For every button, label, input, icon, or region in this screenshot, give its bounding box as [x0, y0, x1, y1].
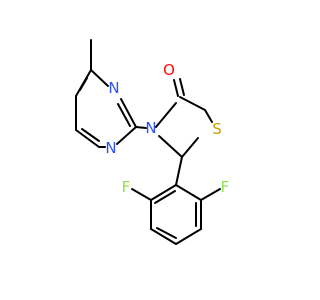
bond-c4-c3-inner — [81, 128, 100, 142]
bond-c4-o-a — [173, 79, 179, 97]
bond-ar3-ar4-inner — [156, 227, 177, 239]
pyrimidine-ring — [75, 69, 137, 148]
atom-pyrimidine-nitrogen-top: N — [108, 79, 119, 97]
bond-ar1-ar2-inner — [154, 190, 176, 204]
bond-c2-phenyl — [175, 156, 183, 186]
bond-c2p-n1 — [120, 98, 137, 128]
atom-fluorine-left: F — [122, 178, 131, 196]
bond-f-left — [131, 188, 152, 201]
bond-n-c4 — [155, 102, 177, 128]
bond-c2p-n1-inner — [117, 103, 131, 127]
thiazolidinone-ring — [155, 96, 213, 158]
carbonyl-group — [173, 78, 185, 97]
bond-n-pyrimidine — [135, 126, 147, 129]
bond-s-c2 — [181, 137, 199, 158]
bond-c2-n — [158, 135, 183, 158]
atom-oxygen: O — [163, 61, 175, 79]
bond-ch2-s — [204, 109, 213, 123]
difluorophenyl-ring — [150, 184, 202, 245]
bond-ar3-ar4 — [150, 228, 177, 245]
atom-sulfur: S — [212, 120, 222, 138]
bond-f-right — [200, 188, 221, 201]
structure-canvas: O N S N N F F — [75, 39, 230, 245]
bond-ar4-ar5 — [175, 228, 202, 245]
bond-c4-c3 — [75, 129, 100, 148]
bond-ar6-ar1 — [175, 184, 202, 201]
bond-n3-c2p — [116, 126, 137, 145]
atom-fluorine-right: F — [221, 178, 230, 196]
atom-pyrimidine-nitrogen-bottom: N — [105, 139, 116, 157]
bond-n1-c6 — [90, 69, 109, 87]
molecule-diagram: O N S N N F F — [75, 39, 230, 245]
bond-ar1-ar2 — [150, 184, 177, 201]
bond-c4-o-b — [179, 78, 185, 96]
bond-c6-c5-inner — [79, 77, 88, 91]
bond-c4-ch2 — [179, 96, 206, 111]
atom-ring-nitrogen: N — [145, 119, 156, 137]
